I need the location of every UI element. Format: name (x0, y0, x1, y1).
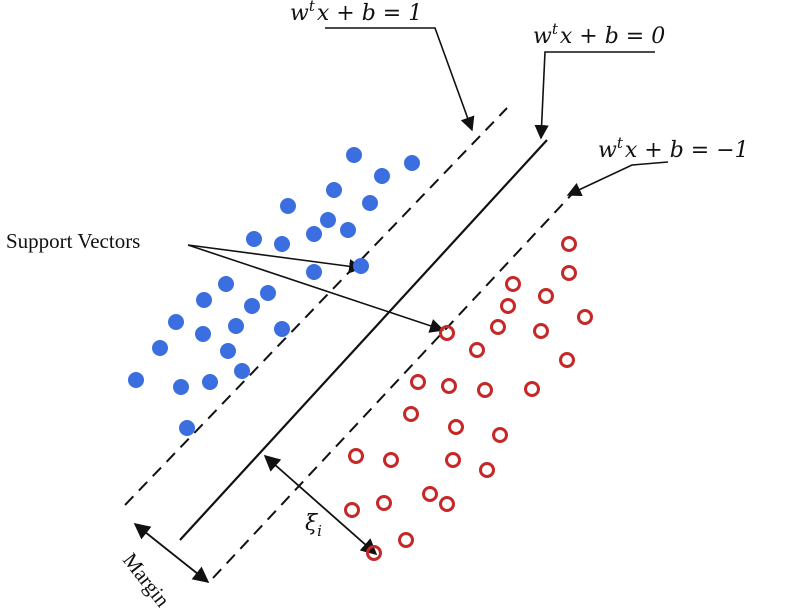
positive-point (173, 379, 189, 395)
negative-point (505, 276, 521, 292)
positive-point-support-vector (353, 258, 369, 274)
negative-point (538, 288, 554, 304)
negative-point (422, 486, 438, 502)
negative-point (366, 545, 382, 561)
lower-equation-pointer (566, 161, 669, 197)
positive-point (306, 264, 322, 280)
negative-point (376, 495, 392, 511)
negative-point (490, 319, 506, 335)
positive-point (320, 212, 336, 228)
negative-point (441, 378, 457, 394)
negative-point (479, 462, 495, 478)
positive-point (374, 168, 390, 184)
support-vectors-label: Support Vectors (6, 229, 140, 253)
positive-point (362, 195, 378, 211)
decision-boundary-line (179, 139, 548, 541)
negative-point (445, 452, 461, 468)
negative-point (469, 342, 485, 358)
positive-point (244, 298, 260, 314)
negative-point (448, 419, 464, 435)
middle-equation-pointer (534, 51, 655, 140)
negative-point (533, 323, 549, 339)
negative-point (577, 309, 593, 325)
negative-point (492, 427, 508, 443)
positive-point (234, 363, 250, 379)
positive-point (260, 285, 276, 301)
positive-point (179, 420, 195, 436)
upper-margin-line (124, 107, 508, 506)
slack-variable-label: ξi (305, 511, 322, 540)
negative-point (524, 381, 540, 397)
negative-point (398, 532, 414, 548)
positive-point (220, 343, 236, 359)
positive-point (128, 372, 144, 388)
slack-arrow (263, 454, 378, 556)
positive-point (218, 276, 234, 292)
negative-point (477, 382, 493, 398)
positive-point (274, 236, 290, 252)
positive-point (280, 198, 296, 214)
lower-margin-line (212, 192, 574, 579)
decision-boundary-equation: wtx + b = 0 (533, 20, 665, 49)
negative-point (403, 406, 419, 422)
support-vector-arrow-positive (187, 244, 364, 274)
negative-point (344, 502, 360, 518)
margin-label: Margin (118, 548, 175, 608)
positive-point (340, 222, 356, 238)
negative-point (500, 298, 516, 314)
negative-point-support-vector (439, 325, 455, 341)
positive-point (196, 292, 212, 308)
negative-point (561, 265, 577, 281)
negative-point (348, 448, 364, 464)
upper-equation-pointer (325, 27, 475, 132)
negative-point (559, 352, 575, 368)
positive-point (346, 147, 362, 163)
positive-class-points (128, 147, 420, 436)
lower-margin-equation: wtx + b = −1 (598, 134, 749, 163)
negative-point (410, 374, 426, 390)
positive-point (152, 340, 168, 356)
positive-point (195, 326, 211, 342)
positive-point (274, 321, 290, 337)
negative-point (439, 496, 455, 512)
positive-point (202, 374, 218, 390)
positive-point (228, 318, 244, 334)
upper-margin-equation: wtx + b = 1 (290, 0, 422, 26)
margin-arrow (133, 522, 210, 584)
positive-point (326, 182, 342, 198)
positive-point (246, 231, 262, 247)
negative-point (561, 236, 577, 252)
negative-point (383, 452, 399, 468)
support-vector-arrow-negative (187, 244, 445, 333)
positive-point (404, 155, 420, 171)
negative-class-points (344, 236, 593, 561)
positive-point (168, 314, 184, 330)
positive-point (306, 226, 322, 242)
